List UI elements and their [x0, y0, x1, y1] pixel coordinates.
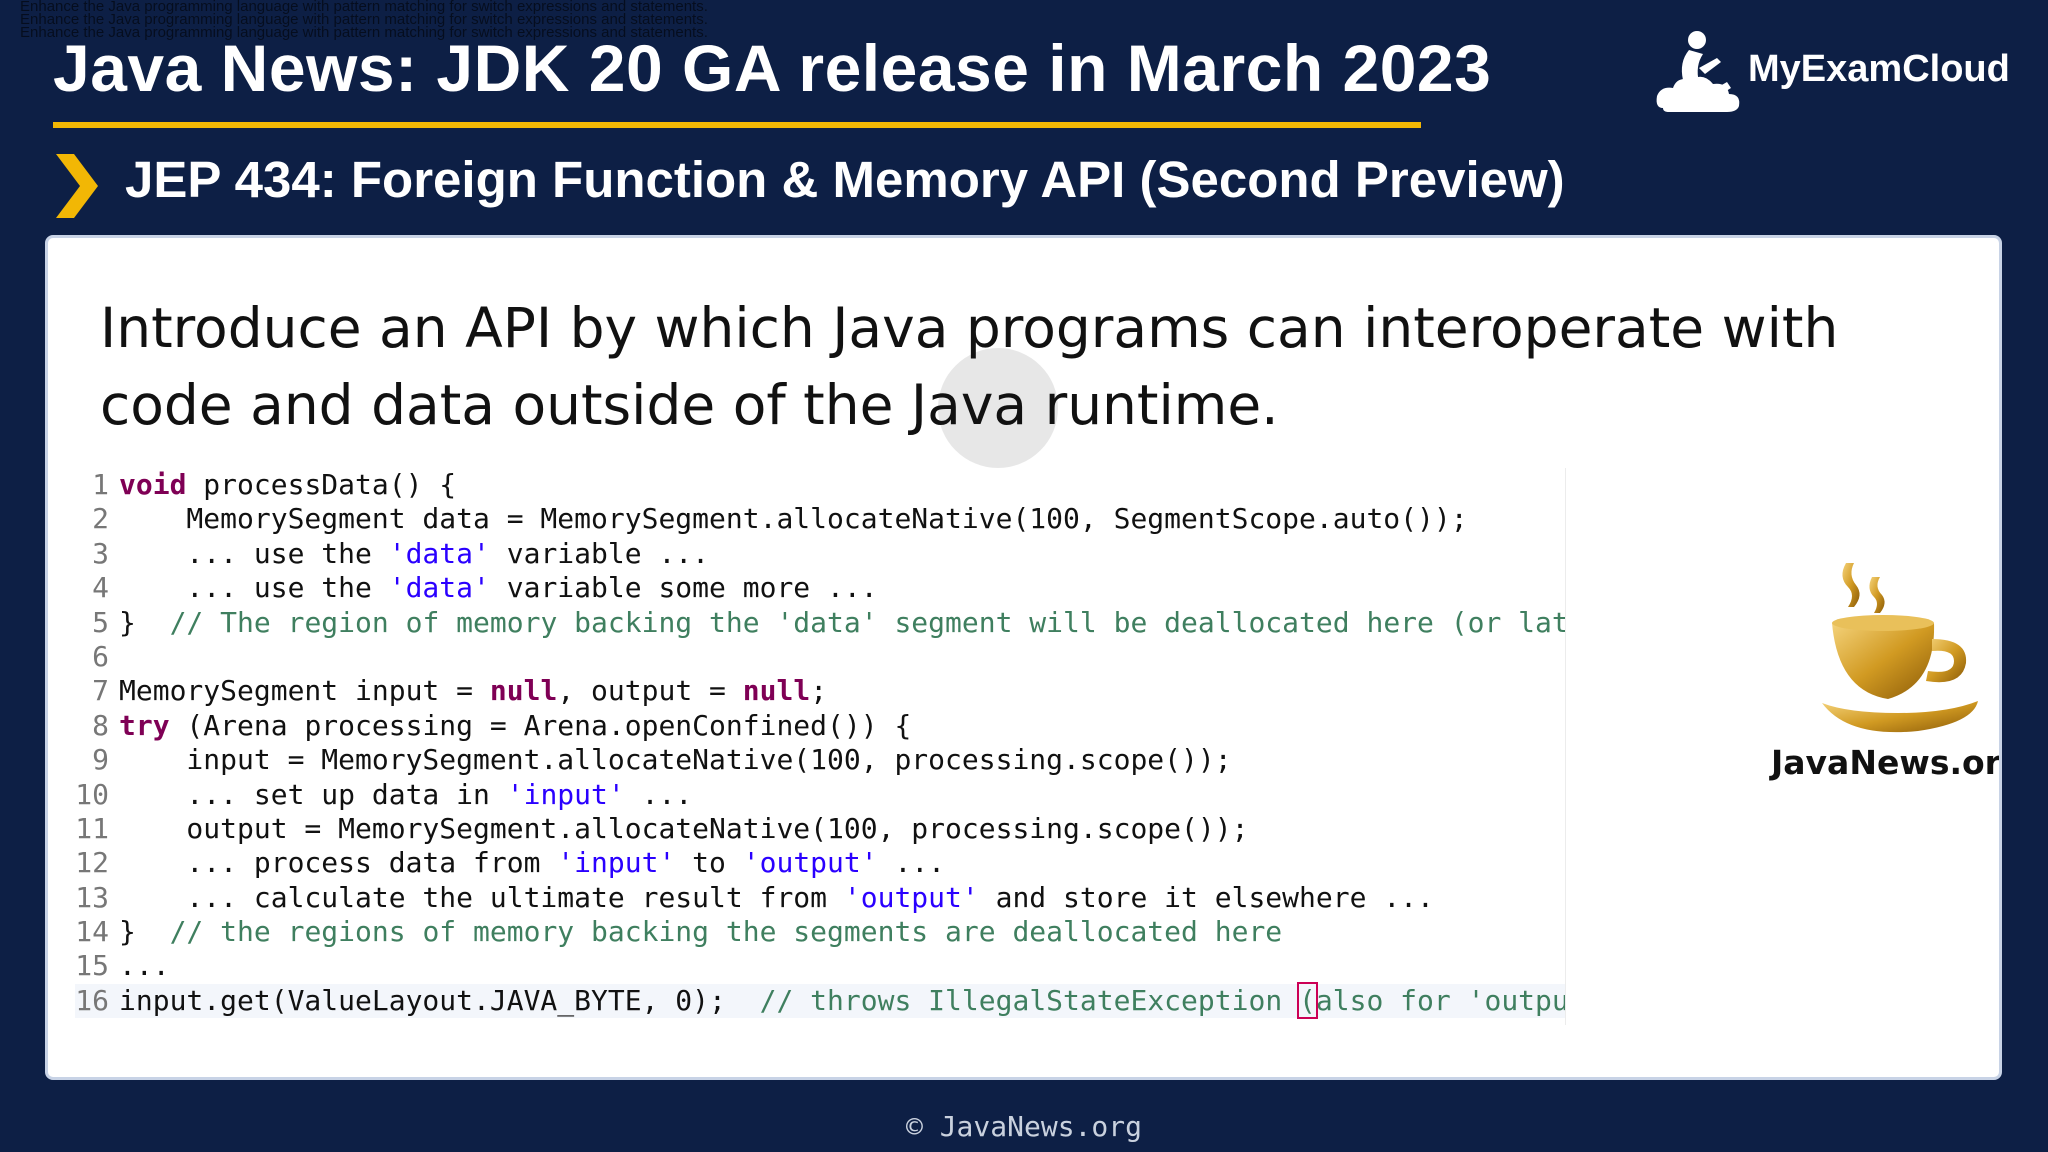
- code-token: (: [1297, 981, 1318, 1019]
- code-line: 9 input = MemorySegment.allocateNative(1…: [75, 743, 1565, 777]
- line-number: 5: [92, 605, 109, 639]
- line-number: 1: [92, 468, 109, 501]
- code-line: 16 input.get(ValueLayout.JAVA_BYTE, 0); /…: [75, 981, 1566, 1019]
- code-line: 13 ... calculate the ultimate result fro…: [75, 881, 1565, 915]
- ghost-line: Enhance the Java programming language wi…: [20, 0, 708, 15]
- code-token: // The region of memory backing the 'dat…: [169, 605, 1566, 639]
- code-token: }: [119, 605, 170, 639]
- line-number: 7: [92, 674, 109, 708]
- overlay-ghost-text: Enhance the Java programming language wi…: [20, 0, 860, 46]
- code-line: 5} // The region of memory backing the '…: [75, 606, 1565, 640]
- code-token: input = MemorySegment.allocateNative(100…: [119, 743, 1232, 777]
- code-token: null: [489, 674, 558, 708]
- myexamcloud-logo: MyExamCloud: [1655, 28, 2015, 118]
- ghost-line: Enhance the Java programming language wi…: [20, 24, 708, 41]
- code-line: 14} // the regions of memory backing the…: [75, 915, 1565, 949]
- code-token: 'input': [557, 846, 676, 880]
- code-line: 15...: [75, 949, 1565, 983]
- code-token: to: [675, 846, 743, 880]
- code-token: variable ...: [489, 536, 710, 570]
- code-token: also for 'output: [1315, 983, 1566, 1017]
- code-token: 'data': [388, 571, 490, 605]
- code-token: 'output': [843, 880, 979, 914]
- code-token: (Arena processing = Arena.openConfined()…: [169, 708, 912, 742]
- line-number: 3: [92, 536, 109, 570]
- code-token: ... process data from: [119, 846, 558, 880]
- code-token: // the regions of memory backing the seg…: [169, 915, 1283, 949]
- code-token: 'input': [506, 777, 625, 811]
- code-line: 12 ... process data from 'input' to 'out…: [75, 846, 1565, 880]
- ghost-line: Enhance the Java programming language wi…: [20, 11, 708, 28]
- line-number: 6: [92, 639, 109, 673]
- code-token: ;: [810, 674, 828, 708]
- code-token: 'output': [742, 846, 878, 880]
- code-token: output = MemorySegment.allocateNative(10…: [119, 811, 1249, 845]
- code-token: try: [119, 708, 170, 742]
- line-number: 13: [75, 880, 109, 914]
- javanews-label: JavaNews.org: [1771, 743, 2002, 782]
- line-number: 12: [75, 846, 109, 880]
- line-number: 14: [75, 915, 109, 949]
- line-number: 10: [75, 777, 109, 811]
- code-line: 7 MemorySegment input = null, output = nu…: [75, 674, 1565, 708]
- code-token: and store it elsewhere ...: [978, 880, 1434, 914]
- code-line: 11 output = MemorySegment.allocateNative…: [75, 812, 1565, 846]
- code-token: ...: [624, 777, 693, 811]
- code-token: void: [119, 468, 187, 501]
- reading-person-cloud-icon: [1656, 31, 1740, 112]
- title-underline: [53, 122, 1421, 128]
- code-token: ... use the: [119, 536, 389, 570]
- code-line: 6: [75, 640, 1565, 674]
- code-token: MemorySegment data = MemorySegment.alloc…: [119, 502, 1468, 536]
- code-token: null: [742, 674, 811, 708]
- code-token: // throws IllegalStateException: [759, 983, 1300, 1017]
- code-token: , output =: [557, 674, 743, 708]
- footer-copyright: © JavaNews.org: [905, 1110, 1142, 1143]
- code-token: ...: [119, 949, 170, 983]
- code-token: ...: [877, 846, 946, 880]
- line-number: 9: [92, 743, 109, 777]
- line-number: 2: [92, 502, 109, 536]
- code-token: }: [119, 915, 170, 949]
- code-token: variable some more ...: [489, 571, 878, 605]
- line-number: 11: [75, 811, 109, 845]
- golden-cup-icon: [1822, 563, 1978, 733]
- intro-text: Introduce an API by which Java programs …: [100, 296, 1839, 437]
- logo-text: MyExamCloud: [1748, 48, 2010, 90]
- line-number: 16: [75, 983, 109, 1017]
- code-token: MemorySegment input =: [119, 674, 490, 708]
- code-token: ... calculate the ultimate result from: [119, 880, 844, 914]
- line-number: 8: [92, 708, 109, 742]
- slide-subtitle: JEP 434: Foreign Function & Memory API (…: [125, 151, 1565, 208]
- chevron-right-icon: [56, 154, 98, 218]
- code-token: ... use the: [119, 571, 389, 605]
- code-token: 'data': [388, 536, 490, 570]
- code-token: input.get(ValueLayout.JAVA_BYTE, 0);: [119, 983, 760, 1017]
- content-card: Introduce an API by which Java programs …: [45, 235, 2002, 1080]
- line-number: 4: [92, 571, 109, 605]
- code-token: ... set up data in: [119, 777, 507, 811]
- code-line: 4 ... use the 'data' variable some more …: [75, 571, 1565, 605]
- code-line: 2 MemorySegment data = MemorySegment.all…: [75, 502, 1565, 536]
- code-line: 1 void processData() {: [75, 468, 1565, 502]
- code-line: 8 try (Arena processing = Arena.openConfi…: [75, 709, 1565, 743]
- line-number: 15: [75, 949, 109, 983]
- code-line: 3 ... use the 'data' variable ...: [75, 537, 1565, 571]
- code-token: processData() {: [186, 468, 457, 501]
- slide-title: Java News: JDK 20 GA release in March 20…: [53, 31, 1492, 105]
- code-line: 10 ... set up data in 'input' ...: [75, 778, 1565, 812]
